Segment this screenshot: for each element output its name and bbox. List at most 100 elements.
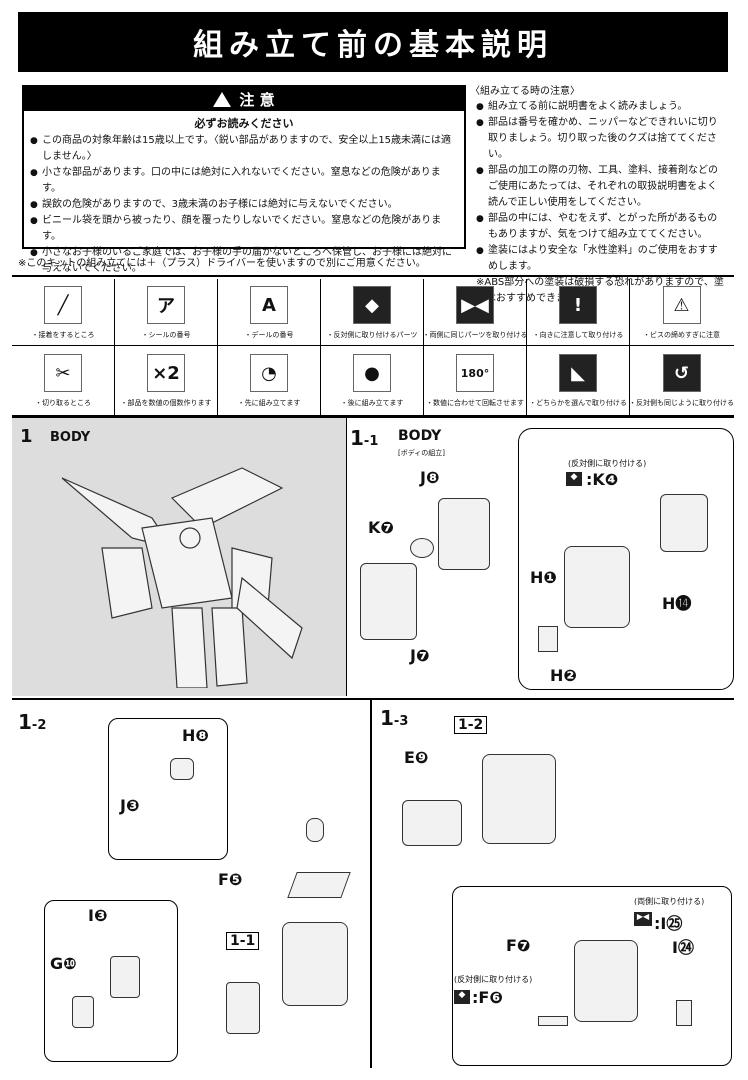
robot-illustration: [61, 467, 303, 688]
part-g10: [72, 996, 94, 1028]
legend-label: ・切り取るところ: [35, 399, 91, 407]
part-i3-mounted: [226, 982, 260, 1034]
page-header: 組み立て前の基本説明: [18, 12, 728, 72]
glue-icon: ╱: [44, 286, 82, 324]
part-label: J❽: [420, 468, 440, 487]
legend-label: ・シールの番号: [141, 331, 191, 339]
legend-later: ● ・後に組み立てます: [321, 347, 424, 415]
step-number: 1-2: [18, 710, 46, 734]
sticker-icon: ア: [147, 286, 185, 324]
legend-label: ・反対側も同じように取り付ける: [629, 399, 734, 407]
step-number-sub: -3: [393, 714, 409, 729]
nipper-icon: ✂: [44, 354, 82, 392]
part-label: K❼: [368, 518, 394, 537]
caution-box: 注 意 必ずお読みください この商品の対象年齢は15歳以上です。〈鋭い部品があり…: [22, 85, 466, 274]
callout-box: [108, 718, 228, 860]
legend-rotate: 180°・数値に合わせて回転させます: [424, 347, 527, 415]
part-label: H⓮: [662, 594, 692, 613]
step-number: 1-1: [350, 426, 378, 450]
opposite-side-icon: ◆: [454, 990, 470, 1004]
caution-item: 誤飲の危険がありますので、3歳未満のお子様には絶対に与えないでください。: [30, 197, 458, 213]
part-i24: [676, 1000, 692, 1026]
callout-box: [44, 900, 178, 1062]
legend-quantity: ×2・部品を数値の個数作ります: [115, 347, 218, 415]
legend-label: ・デールの番号: [244, 331, 294, 339]
caution-subheading: 必ずお読みください: [194, 117, 294, 130]
legend-label: ・後に組み立てます: [340, 399, 404, 407]
step-title: BODY: [398, 428, 442, 444]
legend-glue: ╱・接着をするところ: [12, 279, 115, 347]
screw-warning-icon: ⚠: [662, 286, 701, 324]
caution-list: この商品の対象年齢は15歳以上です。〈鋭い部品がありますので、安全以上15歳未満…: [24, 133, 464, 277]
part-label: J❼: [410, 646, 430, 665]
legend-label: ・数値に合わせて回転させます: [426, 399, 524, 407]
part-label: :I㉕: [654, 914, 683, 933]
step-reference: 1-1: [226, 932, 260, 950]
caution-heading-text: 注 意: [239, 90, 275, 109]
legend-screw-warning: ⚠ ・ビスの締めすぎに注意: [630, 279, 733, 347]
step-title: BODY: [50, 430, 91, 445]
assembly-note: 部品は番号を確かめ、ニッパーなどできれいに切り取りましょう。切り取った後のクズは…: [476, 115, 726, 163]
callout-box: [452, 886, 732, 1066]
both-sides-icon: ▶◀: [634, 912, 652, 926]
symbol-legend: ╱・接着をするところ ア・シールの番号 A ・デールの番号 ◆・反対側に取り付ける…: [12, 275, 734, 417]
assembly-note: 部品の加工の際の刃物、工具、塗料、接着剤などのご使用にあたっては、それぞれの取扱…: [476, 163, 726, 211]
decal-icon: A: [250, 286, 288, 324]
body-assembly-final: [574, 940, 638, 1022]
step-1-1: 1-1 BODY [ボディの組立] J❽ K❼ J❼ (反対側に取り付ける) ◆…: [350, 418, 734, 696]
part-label: F❺: [218, 870, 243, 889]
section-divider: [12, 698, 734, 700]
part-label: J❸: [120, 796, 140, 815]
step-number: 1-3: [380, 706, 408, 730]
opposite-side-icon: ◆: [566, 472, 582, 486]
caution-heading: 注 意: [24, 87, 464, 111]
part-h1: [564, 546, 630, 628]
legend-sticker: ア・シールの番号: [115, 279, 218, 347]
legend-first: ◔ ・先に組み立てます: [218, 347, 321, 415]
step-number: 1: [20, 426, 33, 447]
part-k7: [410, 538, 434, 558]
later-assembly-icon: ●: [353, 354, 391, 392]
both-sides-note: (両側に取り付ける): [634, 897, 705, 906]
legend-divider: [12, 345, 734, 346]
caution-item: 小さな部品があります。口の中には絶対に入れないでください。窒息などの危険がありま…: [30, 165, 458, 197]
legend-label: ・両側に同じパーツを取り付ける: [422, 331, 528, 339]
callout-box: [518, 428, 734, 690]
opposite-note: (反対側に取り付ける): [454, 975, 533, 984]
first-assembly-icon: ◔: [250, 354, 288, 392]
section-divider: [370, 698, 372, 1068]
caution-item: ビニール袋を頭から被ったり、顔を覆ったりしないでください。窒息などの危険がありま…: [30, 213, 458, 245]
legend-attention: !・向きに注意して取り付ける: [527, 279, 630, 347]
legend-nipper: ✂ ・切り取るところ: [12, 347, 115, 415]
part-h2: [538, 626, 558, 652]
legend-same-reverse: ↺ ・反対側も同じように取り付ける: [629, 347, 734, 415]
part-label: I❸: [88, 906, 108, 925]
step-number-main: 1: [18, 710, 32, 734]
part-h8: [170, 758, 194, 780]
body-assembly: [482, 754, 556, 844]
assembly-notes-heading: 〈組み立てる時の注意〉: [470, 86, 580, 97]
legend-label: ・向きに注意して取り付ける: [532, 331, 624, 339]
assembly-note: 部品の中には、やむをえず、とがった所があるものもありますが、気をつけて組み立てて…: [476, 211, 726, 243]
part-label: I㉔: [672, 938, 694, 957]
part-j3: [306, 818, 324, 842]
body-assembly: [282, 922, 348, 1006]
part-label: :F❻: [472, 988, 503, 1007]
part-label: :K❹: [586, 470, 619, 489]
legend-label: ・先に組み立てます: [237, 399, 301, 407]
legend-opposite-side: ◆・反対側に取り付けるパーツ: [321, 279, 424, 347]
legend-choose: ◣・どちらかを選んで取り付ける: [527, 347, 630, 415]
part-label: H❽: [182, 726, 209, 745]
assembly-note: 塗装にはより安全な「水性塗料」のご使用をおすすめします。: [476, 243, 726, 275]
caution-item: この商品の対象年齢は15歳以上です。〈鋭い部品がありますので、安全以上15歳未満…: [30, 133, 458, 165]
legend-label: ・ビスの締めすぎに注意: [643, 331, 720, 339]
step-reference: 1-2: [454, 716, 488, 734]
step-number-main: 1: [380, 706, 394, 730]
same-reverse-icon: ↺: [662, 354, 701, 392]
part-e9: [402, 800, 462, 846]
part-label: H❷: [550, 666, 577, 685]
step-number-sub: -1: [363, 434, 379, 449]
legend-label: ・部品を数値の個数作ります: [120, 399, 212, 407]
step-subtitle: [ボディの組立]: [398, 449, 445, 457]
